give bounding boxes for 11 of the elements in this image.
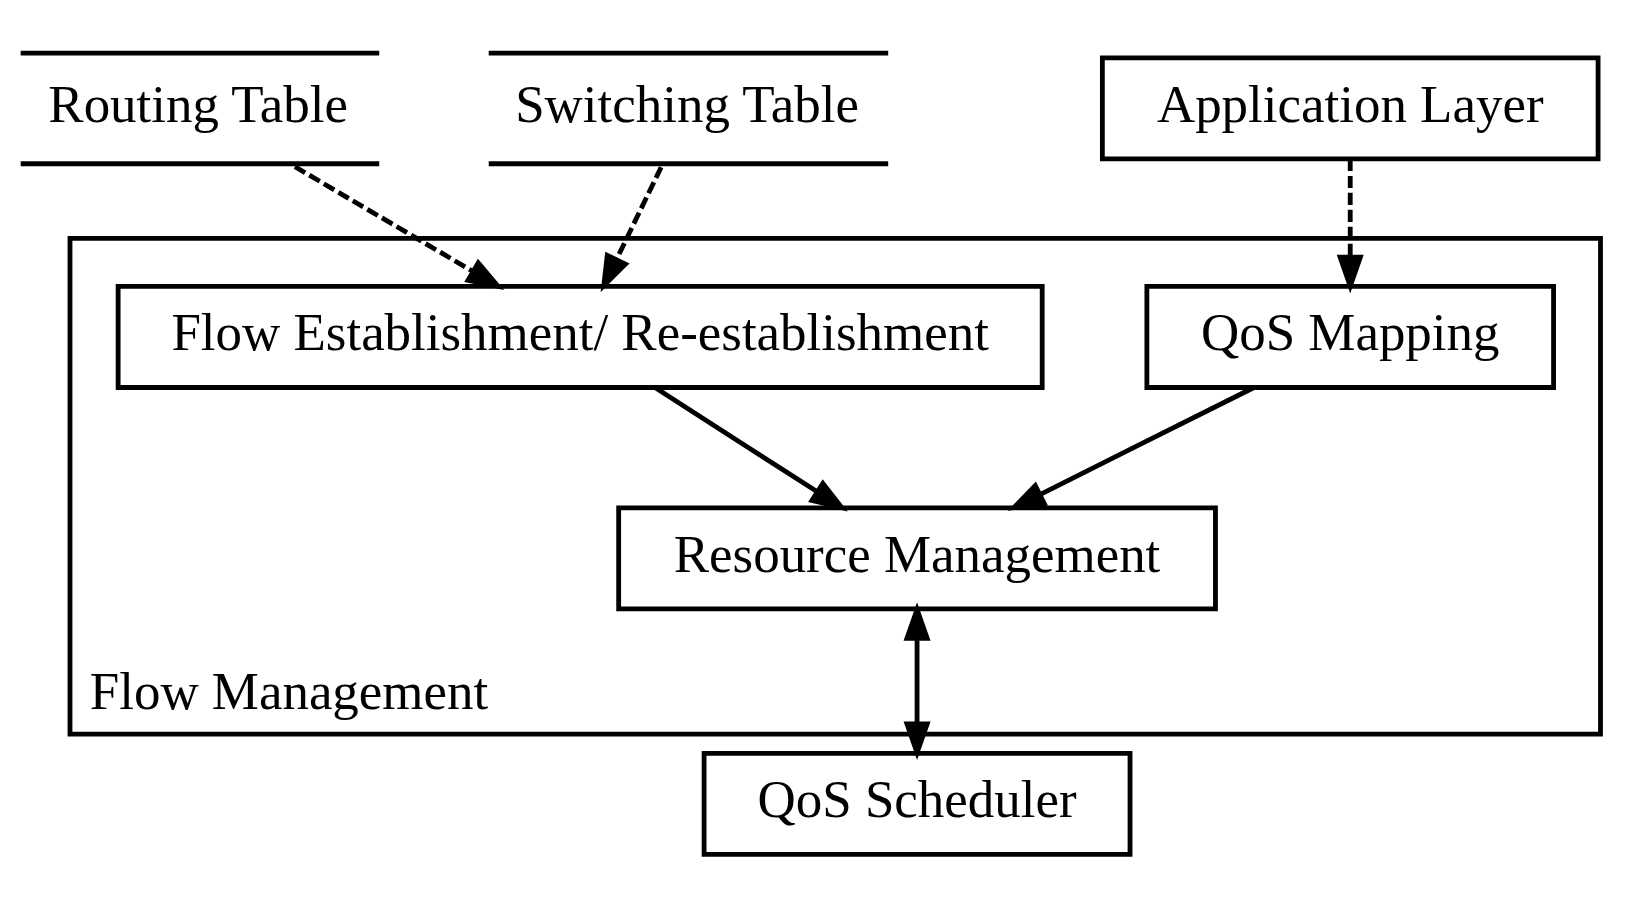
arrow	[600, 166, 664, 293]
node-box: Flow Establishment/ Re-establishment	[115, 284, 1045, 390]
arrow	[903, 602, 931, 761]
node-box: QoS Scheduler	[701, 750, 1133, 857]
arrow	[1336, 159, 1364, 294]
node-box: Application Layer	[1099, 55, 1601, 162]
arrow	[293, 164, 505, 290]
node-box: Resource Management	[616, 505, 1218, 612]
node-text: Switching Table	[515, 74, 859, 133]
node-box: QoS Mapping	[1144, 284, 1556, 390]
node-text: Routing Table	[48, 74, 349, 133]
